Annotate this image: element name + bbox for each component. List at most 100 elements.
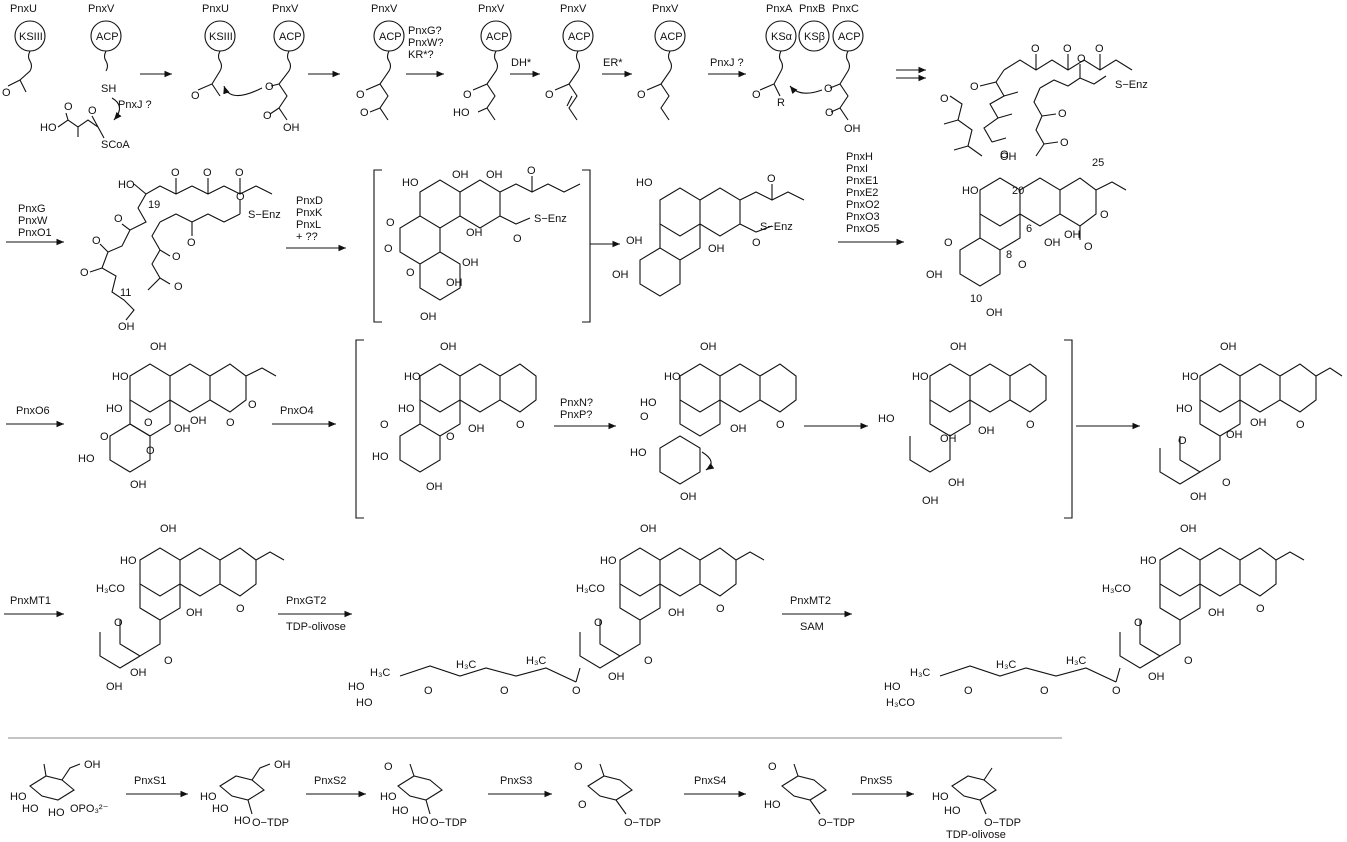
ho-label-35: HO <box>764 799 781 811</box>
label-pnxa: PnxA <box>766 3 793 15</box>
otdp-label-2: O−TDP <box>430 817 467 829</box>
oh-label-27: OH <box>730 423 747 435</box>
svg-text:O: O <box>516 419 525 431</box>
h3c-label-6: H₃C <box>1066 655 1086 667</box>
ho-label-15: HO <box>630 447 647 459</box>
svg-text:O: O <box>1018 259 1027 271</box>
svg-text:O: O <box>776 419 785 431</box>
oh-label-16: OH <box>1044 237 1061 249</box>
pnxo3-label: PnxO3 <box>846 211 880 223</box>
ho-label-33: HO <box>392 805 409 817</box>
oh-label-29: OH <box>940 433 957 445</box>
ho-label-6: HO <box>962 185 979 197</box>
svg-text:O: O <box>191 90 200 102</box>
svg-text:O: O <box>1060 137 1069 149</box>
pnxk-label: PnxK <box>296 207 323 219</box>
sh-label: SH <box>101 83 116 95</box>
row1-hydroxybutyryl: PnxV ACP O HO <box>453 3 512 121</box>
oh-label-36: OH <box>1190 491 1207 503</box>
oh-label-1: OH <box>283 122 300 134</box>
row1-butyryl: PnxV ACP O <box>637 3 686 121</box>
svg-text:O: O <box>384 243 393 255</box>
ho-label-25: HO <box>884 681 901 693</box>
svg-text:O: O <box>171 167 180 179</box>
pnxh-label: PnxH <box>846 151 873 163</box>
svg-text:O: O <box>88 105 97 117</box>
svg-text:O: O <box>768 761 777 773</box>
ho-label-26: HO <box>10 791 27 803</box>
arrow-row2-1: PnxG PnxW PnxO1 <box>6 203 64 246</box>
pnxe1-label: PnxE1 <box>846 175 878 187</box>
pnxo2-label: PnxO2 <box>846 199 880 211</box>
svg-text:O: O <box>513 233 522 245</box>
s-enz-label-2: S−Enz <box>248 209 281 221</box>
svg-text:O: O <box>203 167 212 179</box>
ho-label-28: HO <box>48 807 65 819</box>
svg-text:O: O <box>114 617 123 629</box>
svg-text:O: O <box>187 237 196 249</box>
pnxmt2-label: PnxMT2 <box>790 595 831 607</box>
row2-aromatic-intermediate: O S−Enz HO OH OH OH O <box>612 173 805 297</box>
ho-label-3: HO <box>118 179 135 191</box>
svg-text:O: O <box>637 89 646 101</box>
oh-label-7: OH <box>462 257 479 269</box>
svg-text:O: O <box>1296 419 1305 431</box>
pnxl-label: PnxL <box>296 219 321 231</box>
ho-label-19: HO <box>1176 403 1193 415</box>
pnxs4-label: PnxS4 <box>694 775 726 787</box>
svg-text:O: O <box>424 685 433 697</box>
pnxi-label: PnxI <box>846 163 868 175</box>
svg-text:O: O <box>574 761 583 773</box>
row1-loaded-ksiii: PnxU PnxV KSIII ACP O O O OH <box>191 3 305 134</box>
ho-label-21: HO <box>600 555 617 567</box>
ho-label-2: HO <box>453 107 470 119</box>
svg-text:O: O <box>1084 241 1093 253</box>
oh-label-22: OH <box>440 341 457 353</box>
label-pnxu: PnxU <box>10 3 37 15</box>
oh-label-20: OH <box>174 423 191 435</box>
label-pnxc: PnxC <box>832 3 859 15</box>
ksiii-label-2: KSIII <box>209 31 233 43</box>
ho-label-22: HO <box>348 681 365 693</box>
pnxg-label: PnxG? <box>408 25 442 37</box>
oh-label-12: OH <box>708 243 725 255</box>
num-19: 19 <box>148 199 160 211</box>
pnxs2-label: PnxS2 <box>314 775 346 787</box>
oh-label-37: OH <box>160 523 177 535</box>
pnxd-label: PnxD <box>296 195 323 207</box>
svg-text:O: O <box>824 83 833 95</box>
svg-text:O: O <box>1063 43 1072 55</box>
ho-label-20: HO <box>120 555 137 567</box>
ksb-label: KSβ <box>804 31 825 43</box>
svg-text:O: O <box>545 89 554 101</box>
row3-epoxide: OH HO HO O O O HO OH OH OH O O <box>78 341 277 491</box>
label-pnxb: PnxB <box>799 3 825 15</box>
ho-label-14: HO <box>640 397 657 409</box>
ho-label-24: HO <box>1140 555 1157 567</box>
svg-text:O: O <box>1112 685 1121 697</box>
scoa-label: SCoA <box>101 139 130 151</box>
ho-label-34: HO <box>412 815 429 827</box>
h3co-label-4: H₃CO <box>886 697 915 709</box>
oh-label-31: OH <box>948 477 965 489</box>
ho-label-37: HO <box>944 805 961 817</box>
num-20: 20 <box>1012 185 1024 197</box>
row4-glycosylated: OH HO H₃CO O OH O OH O H₃C H₃C H₃C HO HO… <box>348 523 765 709</box>
acp-label-2: ACP <box>279 31 302 43</box>
ho-label-12: HO <box>372 451 389 463</box>
label-pnxv-2: PnxV <box>272 3 299 15</box>
pnxj-label-2: PnxJ ? <box>710 57 744 69</box>
svg-text:O: O <box>384 761 393 773</box>
oh-label-9: OH <box>420 311 437 323</box>
svg-text:O: O <box>386 217 395 229</box>
h3c-label-3: H₃C <box>526 655 546 667</box>
ho-label-27: HO <box>22 803 39 815</box>
oh-label-14: OH <box>986 307 1003 319</box>
svg-text:O: O <box>248 399 257 411</box>
acp-label-3: ACP <box>379 31 402 43</box>
svg-text:O: O <box>767 173 776 185</box>
oh-label-48: OH <box>274 759 291 771</box>
pnxs1-label: PnxS1 <box>134 775 166 787</box>
svg-text:O: O <box>1222 477 1231 489</box>
